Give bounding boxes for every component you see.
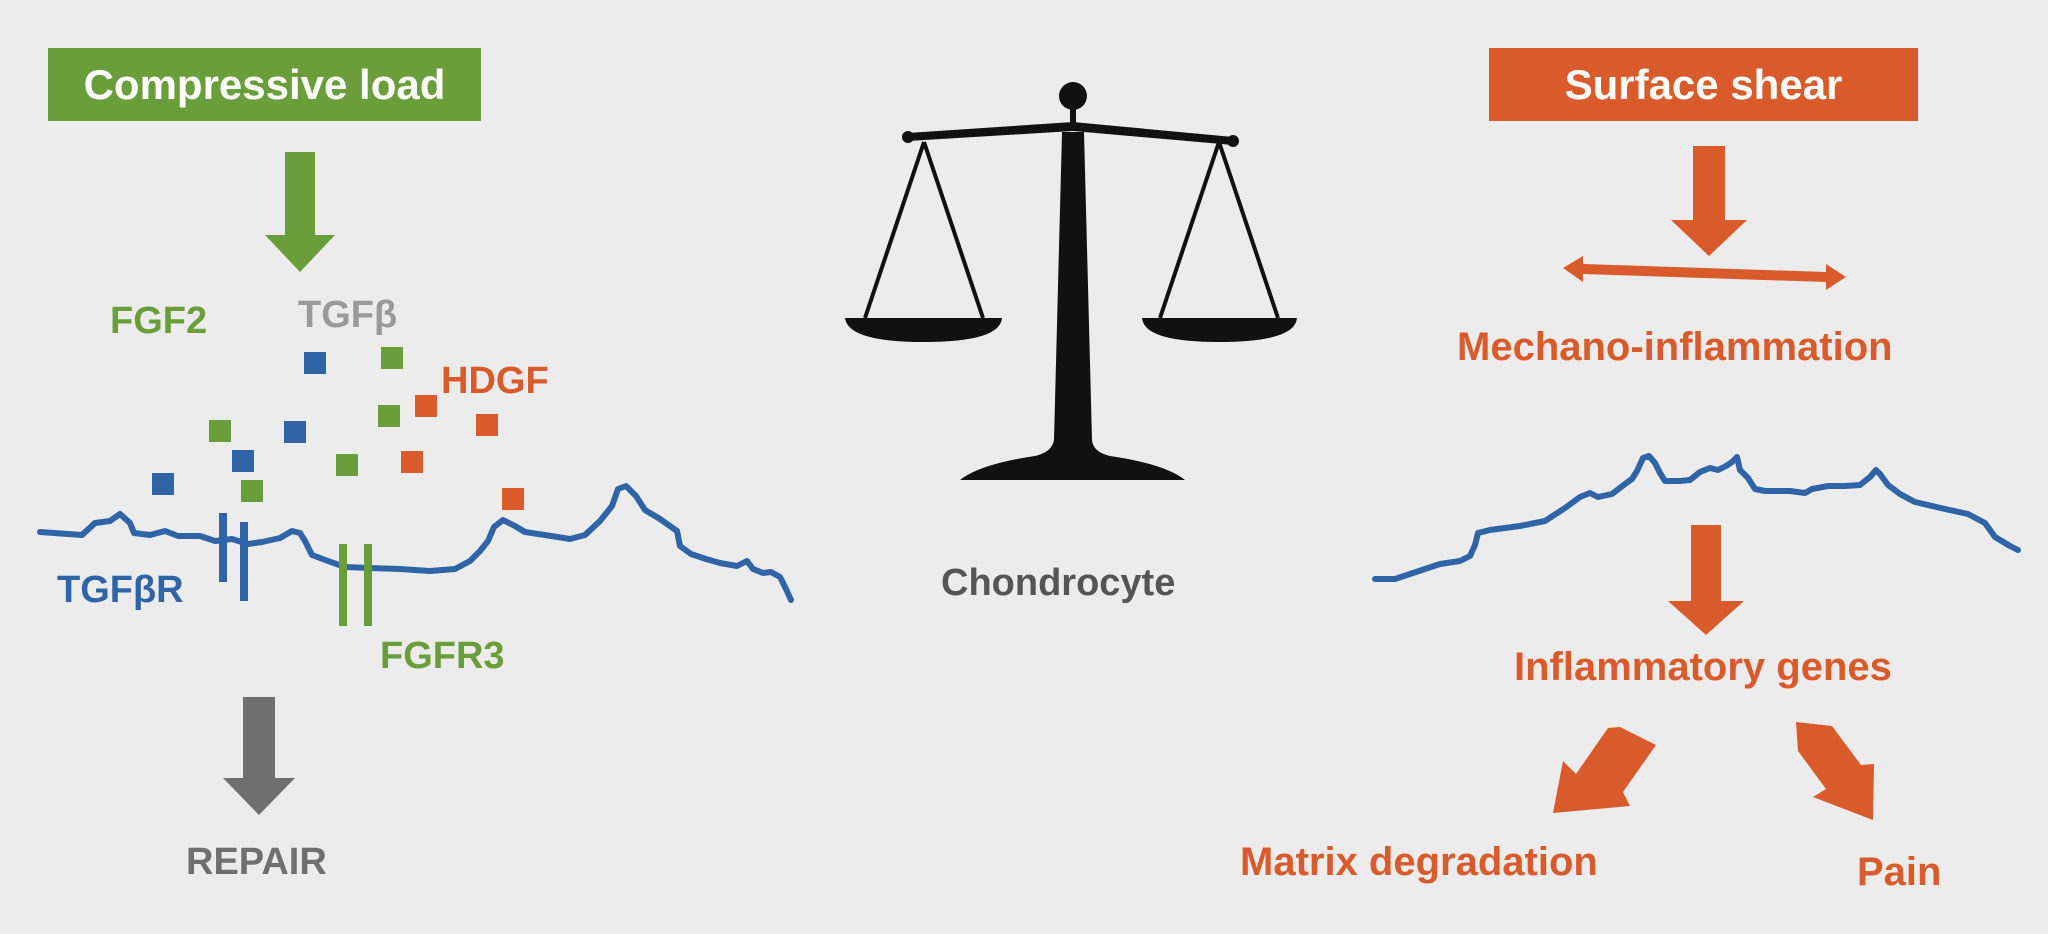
matrix-degradation-label: Matrix degradation [1240,840,1598,884]
genes-arrow [1668,525,1744,635]
growth-factor-squares [152,347,524,510]
tgfb-square [232,450,254,472]
hdgf-square [401,451,423,473]
fgf2-label: FGF2 [110,300,208,342]
fgf2-square [241,480,263,502]
tgfbr-receptor [219,513,248,601]
fgf2-square [381,347,403,369]
tgfb-square [152,473,174,495]
repair-arrow [223,697,295,815]
surface-shear-title: Surface shear [1564,60,1843,108]
shear-double-arrow [1563,256,1846,290]
fgf2-square [378,405,400,427]
fgf2-square [336,454,358,476]
fgfr3-label: FGFR3 [380,635,505,677]
fgf2-square [209,420,231,442]
tgfbr-label: TGFβR [57,569,184,611]
cell-membrane-right [1372,453,2021,582]
pain-arrow [1796,722,1874,820]
hdgf-label: HDGF [441,360,549,402]
fgfr3-receptor [339,544,372,626]
compressive-load-title: Compressive load [83,60,446,108]
shear-arrow [1671,146,1747,256]
compressive-load-box: Compressive load [48,48,481,121]
balance-scale-icon [845,82,1297,480]
compressive-arrow [265,152,335,272]
pain-label: Pain [1857,850,1942,894]
inflammatory-genes-label: Inflammatory genes [1514,645,1892,689]
mechano-inflammation-label: Mechano-inflammation [1457,325,1893,369]
repair-label: REPAIR [186,841,327,883]
tgfb-square [284,421,306,443]
hdgf-square [502,488,524,510]
surface-shear-box: Surface shear [1489,48,1918,121]
tgfb-label: TGFβ [298,294,398,336]
cell-membrane-left [37,483,794,603]
tgfb-square [304,352,326,374]
matrix-degradation-arrow [1553,727,1656,813]
chondrocyte-label: Chondrocyte [941,562,1176,604]
hdgf-square [415,395,437,417]
hdgf-square [476,414,498,436]
